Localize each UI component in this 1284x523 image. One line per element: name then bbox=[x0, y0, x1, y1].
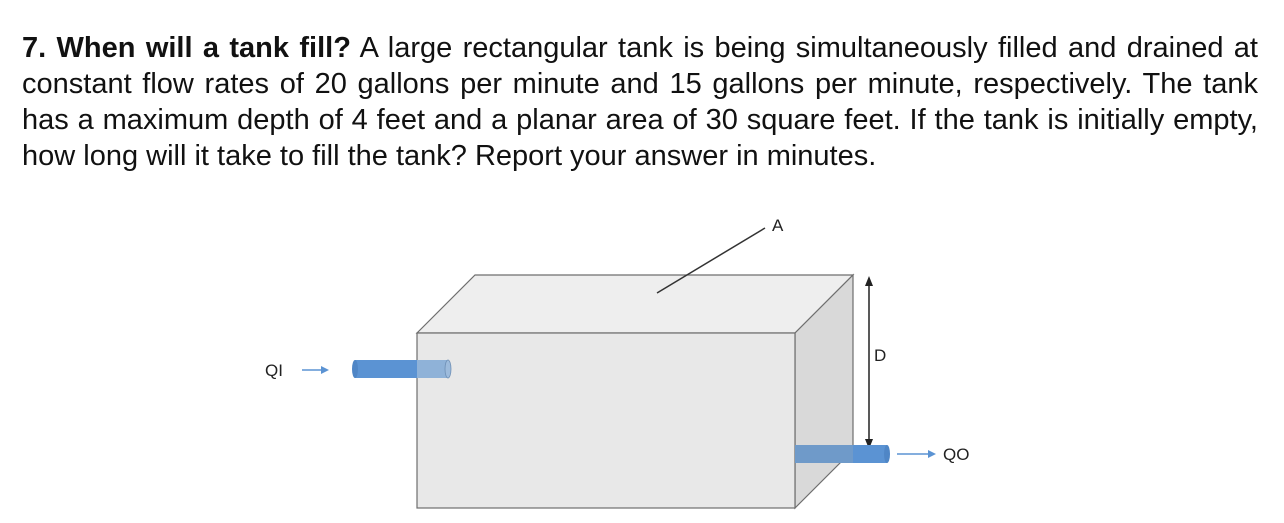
outflow-pipe bbox=[853, 445, 887, 463]
outflow-arrow-head bbox=[928, 450, 936, 458]
inflow-pipe bbox=[355, 360, 417, 378]
area-leader-line bbox=[656, 227, 766, 294]
outflow-pipe-inside bbox=[795, 445, 853, 463]
problem-text: A large rectangular tank is being simult… bbox=[22, 32, 1258, 172]
outflow-pipe-end bbox=[884, 445, 890, 463]
depth-arrow-head-bottom bbox=[865, 439, 873, 449]
tank-front-face bbox=[416, 332, 796, 509]
outflow-label: QO bbox=[943, 445, 969, 464]
inflow-label: QI bbox=[265, 361, 283, 380]
area-label: A bbox=[772, 216, 784, 235]
inflow-pipe-end bbox=[444, 359, 452, 379]
problem-title: 7. When will a tank fill? bbox=[22, 32, 351, 64]
problem-statement: 7. When will a tank fill? A large rectan… bbox=[22, 30, 1258, 174]
depth-label: D bbox=[874, 346, 886, 365]
depth-arrow-head-top bbox=[865, 276, 873, 286]
inflow-pipe-inside bbox=[417, 360, 448, 378]
tank-top-face bbox=[415, 274, 855, 334]
inflow-arrow-head bbox=[321, 366, 329, 374]
inflow-pipe-start bbox=[352, 360, 358, 378]
